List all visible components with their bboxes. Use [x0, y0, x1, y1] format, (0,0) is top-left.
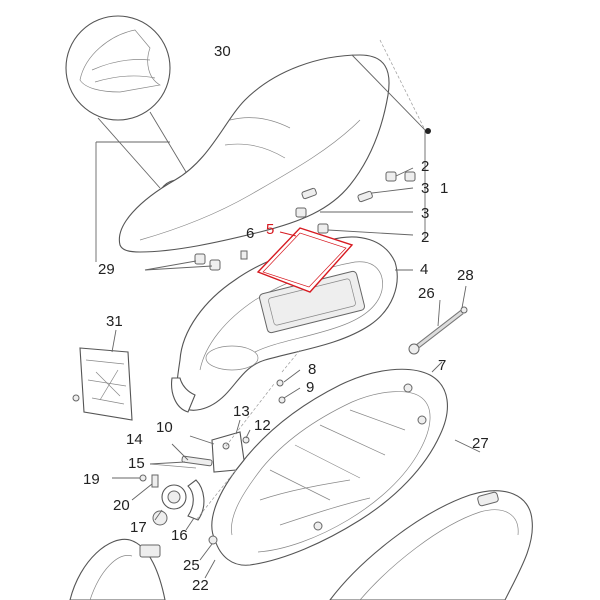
callout-3a: 3 — [421, 180, 429, 197]
callout-5: 5 — [266, 221, 274, 238]
callout-14: 14 — [126, 431, 143, 448]
callout-13: 13 — [233, 403, 250, 420]
callout-3b: 3 — [421, 205, 429, 222]
callout-26: 26 — [418, 285, 435, 302]
callout-25: 25 — [183, 557, 200, 574]
callout-17: 17 — [130, 519, 147, 536]
callout-31: 31 — [106, 313, 123, 330]
callout-20: 20 — [113, 497, 130, 514]
callout-10: 10 — [156, 419, 173, 436]
seat-part-1 — [118, 54, 390, 253]
callout-12: 12 — [254, 417, 271, 434]
callout-2b: 2 — [421, 229, 429, 246]
callout-9: 9 — [306, 379, 314, 396]
callout-2a: 2 — [421, 158, 429, 175]
callout-16: 16 — [171, 527, 188, 544]
callout-15: 15 — [128, 455, 145, 472]
latch-assembly — [112, 379, 286, 579]
lower-shell — [69, 538, 166, 600]
callout-22: 22 — [192, 577, 209, 594]
helmet-compartment-part-7 — [211, 361, 448, 566]
fasteners-top — [144, 167, 416, 271]
callout-27: 27 — [472, 435, 489, 452]
leader-lines — [281, 349, 301, 399]
callout-labels: 30 2 3 1 3 2 5 6 29 4 28 26 31 8 7 9 13 … — [83, 43, 489, 594]
callout-30: 30 — [214, 43, 231, 60]
callout-7: 7 — [438, 357, 446, 374]
callout-6: 6 — [246, 225, 254, 242]
callout-8: 8 — [308, 361, 316, 378]
callout-19: 19 — [83, 471, 100, 488]
tool-pouch-part-31 — [72, 329, 133, 421]
lid-part-5-highlighted — [256, 227, 354, 293]
callout-4: 4 — [420, 261, 428, 278]
callout-1: 1 — [440, 180, 448, 197]
callout-28: 28 — [457, 267, 474, 284]
gas-strut — [408, 285, 468, 355]
callout-29: 29 — [98, 261, 115, 278]
body-panel-part-27 — [329, 439, 533, 600]
callout-brackets — [95, 39, 431, 262]
